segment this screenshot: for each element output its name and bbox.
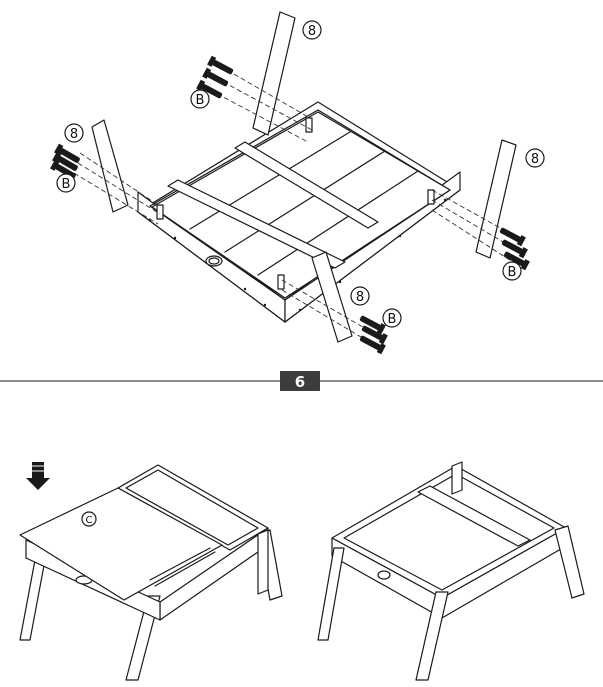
callout-bolt-top-center: B: [190, 89, 210, 109]
svg-text:8: 8: [70, 127, 78, 142]
step-badge: [280, 371, 320, 391]
leg-top-center: [252, 11, 296, 136]
bolts-top-front: [359, 315, 388, 355]
step-divider: 6: [0, 371, 603, 391]
callout-leg-top-left: 8: [64, 123, 84, 143]
sandbox-table-with-lid: [19, 464, 283, 681]
bolts-top-right: [499, 227, 530, 271]
step-number: 6: [295, 373, 305, 391]
callout-bolt-top-left: B: [56, 173, 76, 193]
press-down-arrow-icon: [26, 462, 50, 490]
leg-top-right: [475, 139, 517, 259]
svg-text:B: B: [196, 93, 205, 108]
svg-text:B: B: [388, 312, 397, 327]
svg-text:C: C: [86, 515, 93, 526]
callout-bolt-top-front: B: [382, 308, 402, 328]
svg-text:B: B: [62, 177, 71, 192]
callout-leg-top-center: 8: [302, 20, 322, 40]
callout-leg-top-right: 8: [525, 148, 545, 168]
svg-text:B: B: [508, 265, 517, 280]
sandbox-frame-upside-down: [137, 101, 461, 323]
svg-text:8: 8: [356, 290, 364, 305]
sandbox-table-finished: [317, 461, 585, 681]
callout-bolt-top-right: B: [502, 261, 522, 281]
leg-top-front: [311, 251, 353, 343]
leg-top-left: [91, 119, 129, 213]
callout-lid: C: [81, 511, 97, 527]
svg-text:8: 8: [308, 24, 316, 39]
alignment-lines: [73, 65, 523, 341]
svg-text:8: 8: [531, 152, 539, 167]
callout-leg-top-front: 8: [350, 286, 370, 306]
bolts-top-center: [196, 55, 234, 99]
